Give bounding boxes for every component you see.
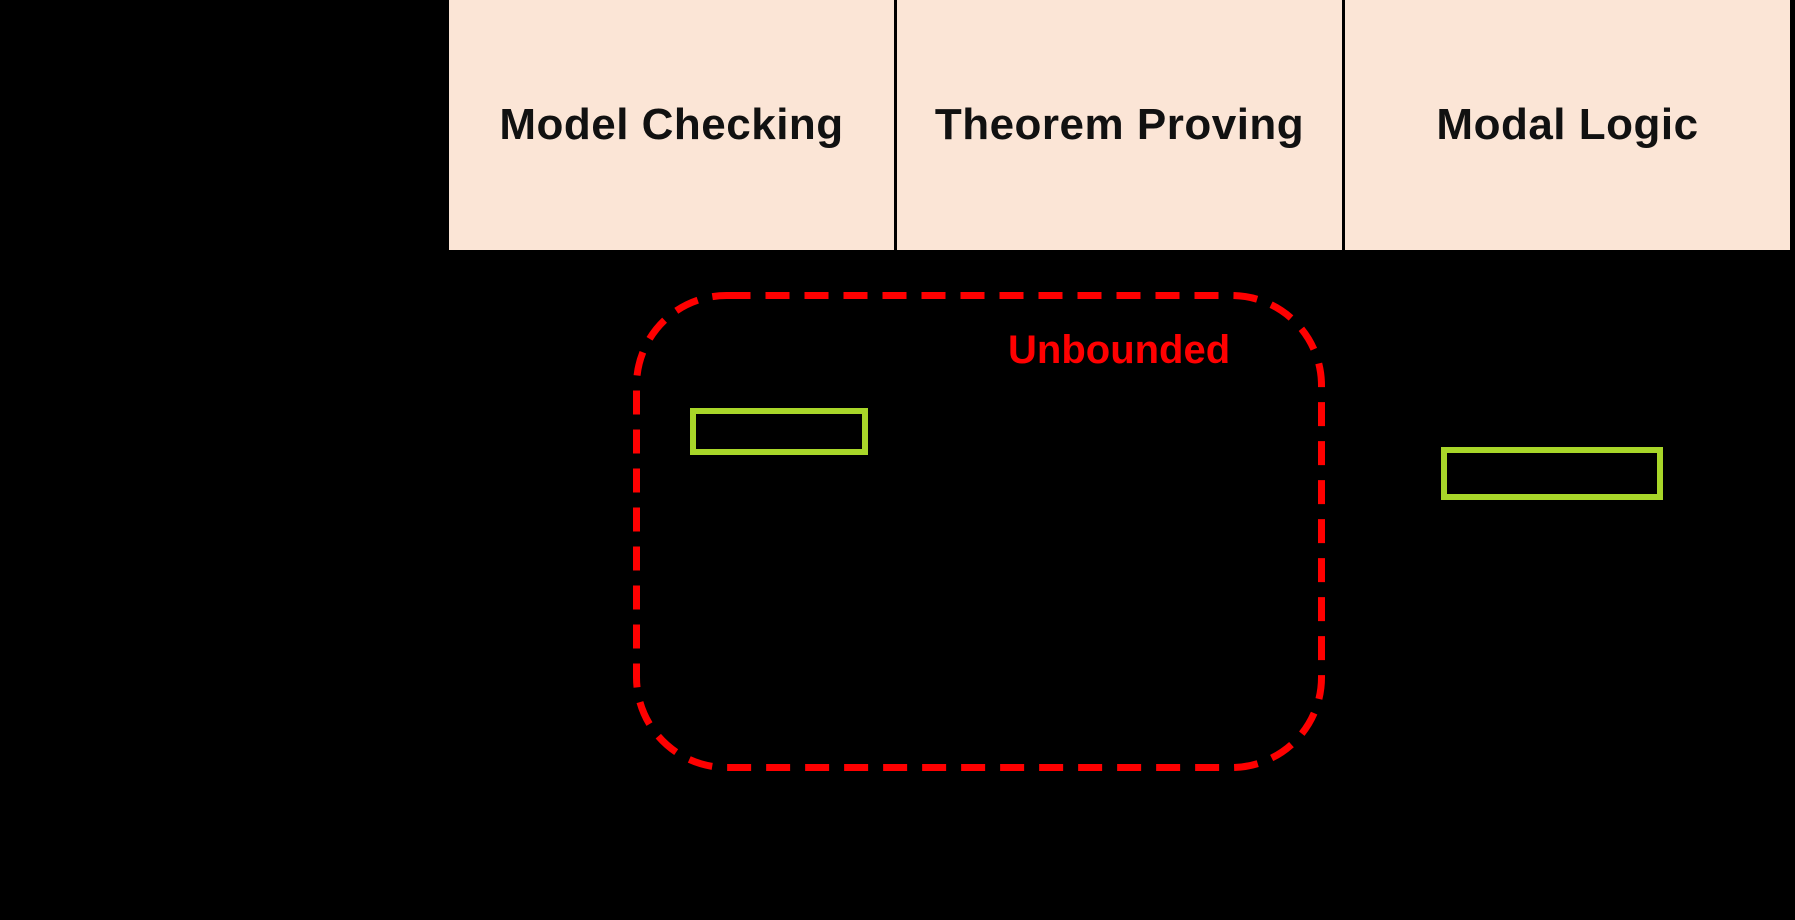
unbounded-label: Unbounded: [1008, 328, 1231, 372]
header-cell-theorem-proving: Theorem Proving: [894, 0, 1342, 250]
highlight-box-1: [690, 408, 868, 455]
header-label-theorem-proving: Theorem Proving: [934, 100, 1305, 149]
header-cell-modal-logic: Modal Logic: [1342, 0, 1790, 250]
header-cell-model-checking: Model Checking: [449, 0, 894, 250]
category-header-row: Model Checking Theorem Proving Modal Log…: [449, 0, 1793, 250]
highlight-box-2: [1441, 447, 1663, 500]
header-label-model-checking: Model Checking: [499, 100, 844, 149]
unbounded-region-outline: [633, 292, 1325, 771]
header-label-modal-logic: Modal Logic: [1436, 100, 1699, 149]
